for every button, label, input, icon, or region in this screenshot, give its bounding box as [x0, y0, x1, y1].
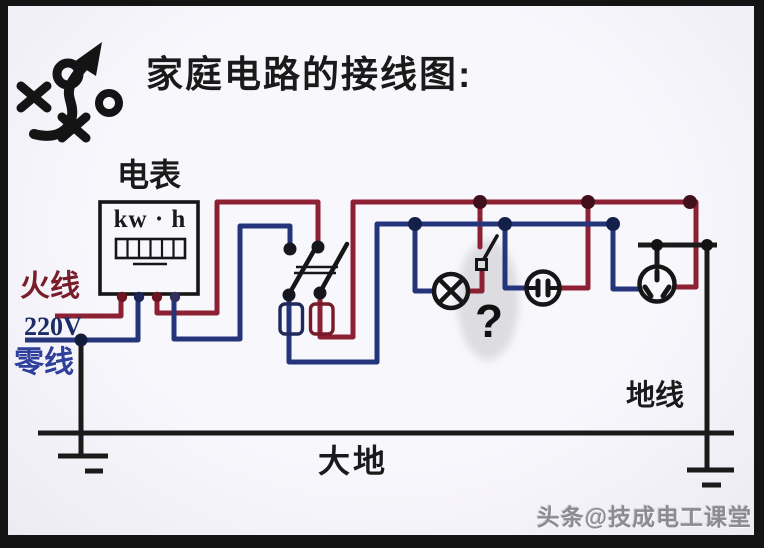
meter-terminals — [116, 291, 181, 303]
page-title: 家庭电路的接线图: — [146, 54, 473, 95]
neutral-wire-label: 零线 — [14, 346, 74, 379]
knife-switch — [282, 240, 350, 302]
junction-dots — [74, 195, 713, 347]
two-hole-socket — [524, 269, 562, 307]
live-wire-path — [55, 199, 699, 340]
meter-unit-text: kw · h — [113, 206, 187, 233]
live-wire-label: 火线 — [20, 270, 80, 303]
ground-wire-label: 地线 — [626, 380, 685, 412]
meter-register — [114, 237, 187, 266]
neutral-wire-path — [25, 221, 641, 365]
switch-symbol — [475, 234, 499, 271]
ground-symbol-left — [58, 453, 108, 474]
question-mark: ? — [474, 295, 504, 347]
lamp-symbol — [431, 271, 471, 311]
strategy-icon — [16, 42, 123, 143]
voltage-label: 220V — [24, 312, 82, 341]
fuse-live — [308, 302, 335, 336]
three-hole-socket — [637, 264, 677, 304]
watermark-text: 头条@技成电工课堂 — [536, 504, 752, 530]
ground-symbol-right — [687, 467, 734, 488]
fuse-neutral — [278, 302, 305, 336]
meter-label: 电表 — [116, 157, 181, 193]
electric-meter — [98, 200, 200, 303]
earth-label: 大地 — [318, 443, 389, 479]
